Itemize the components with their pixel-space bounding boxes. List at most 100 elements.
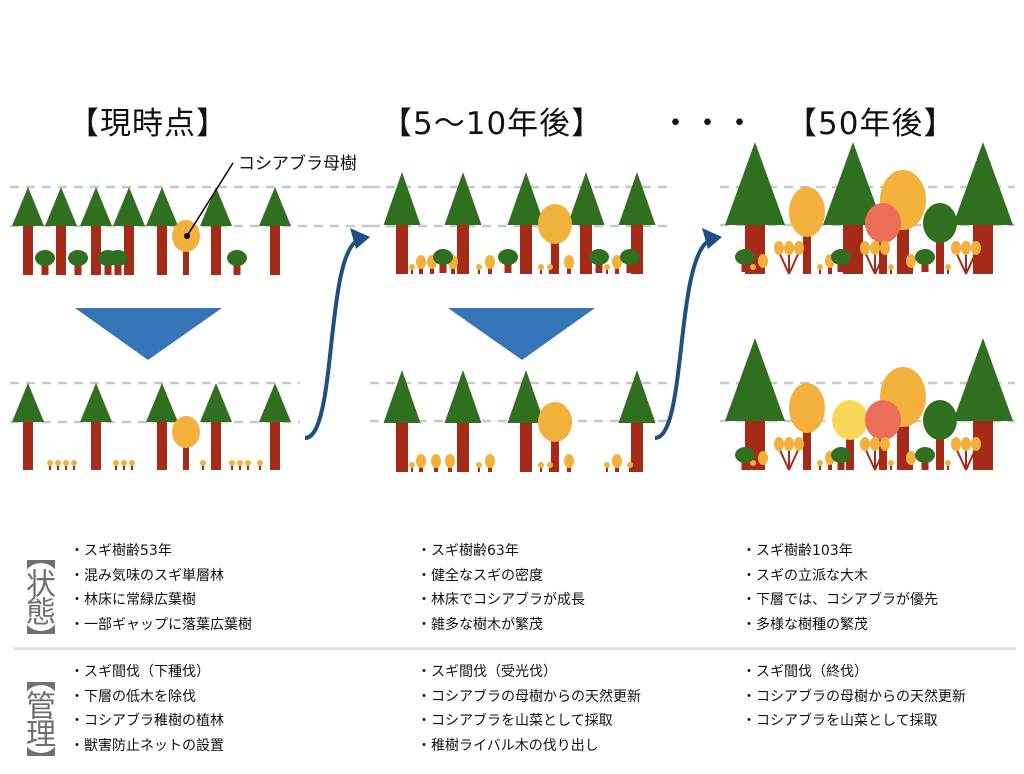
state-item: ・下層では、コシアブラが優先 (742, 592, 938, 608)
broadleaf-crown (538, 402, 572, 442)
broadleaf-crown (865, 400, 901, 440)
trunk (520, 225, 532, 274)
koshiabura-leaf (870, 241, 880, 255)
management-item: ・コシアブラを山菜として採取 (742, 713, 938, 729)
koshiabura-cluster (860, 241, 890, 275)
trunk (540, 465, 542, 472)
state-item: ・一部ギャップに落葉広葉樹 (70, 616, 252, 633)
branch (965, 447, 977, 471)
broadleaf-crown (200, 460, 206, 466)
broadleaf-tree (108, 250, 128, 275)
broadleaf-crown (888, 460, 894, 466)
broadleaf-tree (888, 460, 894, 470)
management-item: ・スギ間伐（受光伐） (417, 664, 557, 680)
trunk (91, 226, 101, 275)
cedar-crown (200, 187, 232, 226)
broadleaf-tree (172, 416, 200, 470)
cedar-tree (259, 187, 291, 275)
trunk (631, 423, 643, 472)
broadleaf-tree (485, 454, 495, 472)
koshiabura-leaf (951, 241, 961, 255)
management-col-mid: ・スギ間伐（受光伐） ・コシアブラの母樹からの天然更新 ・コシアブラを山菜として… (417, 660, 641, 758)
trunk (124, 226, 134, 275)
broadleaf-tree (612, 255, 622, 274)
cedar-tree (113, 187, 145, 275)
broadleaf-crown (604, 264, 610, 270)
trunk (23, 422, 33, 470)
broadleaf-crown (831, 447, 851, 463)
broadleaf-crown (35, 250, 55, 266)
broadleaf-tree (35, 250, 55, 275)
broadleaf-crown (47, 460, 53, 466)
branch (965, 251, 977, 275)
trunk (73, 463, 75, 470)
broadleaf-crown (564, 454, 574, 468)
broadleaf-crown (915, 249, 935, 265)
trunk (157, 422, 167, 470)
management-label: 【管理】 (20, 662, 55, 774)
koshiabura-leaf (774, 437, 784, 451)
broadleaf-tree (498, 249, 518, 273)
koshiabura-leaf (971, 437, 981, 451)
state-item: ・スギの立派な大木 (742, 567, 868, 584)
broadleaf-crown (55, 460, 61, 466)
trunk (396, 423, 408, 472)
cedar-tree (618, 370, 656, 472)
broadleaf-crown (108, 250, 128, 266)
trunk (580, 225, 592, 274)
cedar-crown (12, 383, 44, 422)
broadleaf-tree (915, 249, 935, 272)
cedar-tree (383, 172, 421, 274)
broadleaf-crown (257, 460, 263, 466)
state-col-now: ・スギ樹齢53年 ・混み気味のスギ単層林 ・林床に常緑広葉樹 ・一部ギャップに落… (70, 539, 252, 637)
koshiabura-leaf (784, 241, 794, 255)
broadleaf-tree (627, 462, 633, 472)
trunk (551, 224, 559, 274)
down-arrow-triangle (75, 308, 222, 360)
broadleaf-tree (604, 462, 610, 472)
cedar-crown (12, 187, 44, 226)
broadleaf-crown (538, 462, 544, 468)
broadleaf-tree (620, 249, 640, 273)
mother-tree-label: コシアブラ母樹 (238, 154, 357, 174)
broadleaf-crown (416, 255, 426, 269)
trunk (157, 226, 167, 275)
broadleaf-tree (564, 454, 574, 472)
broadleaf-tree (735, 249, 755, 272)
trunk (183, 432, 189, 470)
koshiabura-leaf (870, 437, 880, 451)
trunk (540, 267, 542, 274)
trunk (973, 421, 993, 470)
management-item: ・コシアブラの母樹からの天然更新 (417, 688, 641, 705)
trunk (57, 463, 59, 470)
broadleaf-crown (915, 447, 935, 463)
broadleaf-crown (888, 264, 894, 270)
cedar-crown (507, 172, 545, 225)
branch (874, 251, 886, 275)
state-item: ・林床でコシアブラが成長 (417, 592, 585, 608)
cedar-crown (953, 338, 1013, 421)
state-item: ・スギ樹齢63年 (417, 543, 519, 559)
trunk (202, 463, 204, 470)
trunk (803, 212, 811, 274)
koshiabura-leaf (880, 437, 890, 451)
broadleaf-crown (832, 400, 868, 440)
trunk (183, 236, 189, 275)
trunk (259, 463, 261, 470)
broadleaf-tree (538, 264, 544, 274)
broadleaf-tree (245, 460, 251, 470)
broadleaf-tree (945, 460, 951, 470)
broadleaf-tree (229, 460, 235, 470)
progress-arrow (304, 228, 370, 440)
broadleaf-crown (538, 204, 572, 244)
broadleaf-crown (172, 416, 200, 448)
broadleaf-crown (498, 249, 518, 265)
broadleaf-crown (476, 462, 482, 468)
koshiabura-leaf (794, 241, 804, 255)
cedar-tree (80, 187, 112, 275)
trunk (890, 463, 892, 470)
branch (788, 447, 800, 471)
broadleaf-tree (789, 187, 825, 274)
broadleaf-tree (789, 383, 825, 470)
broadleaf-crown (735, 249, 755, 265)
